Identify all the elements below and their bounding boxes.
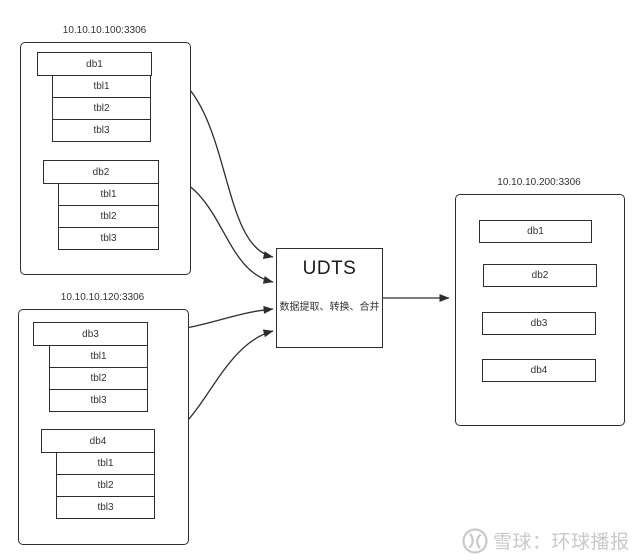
table-label: tbl3	[100, 233, 117, 244]
table-box-db2-tbl3: tbl3	[58, 227, 159, 250]
table-box-db2-tbl2: tbl2	[58, 205, 159, 228]
target-db-box-db3: db3	[482, 312, 596, 335]
db-label: db2	[92, 166, 110, 178]
table-label: tbl3	[93, 125, 110, 136]
db-label: db1	[86, 58, 103, 70]
db-box-db3: db3	[33, 322, 148, 346]
table-box-db1-tbl3: tbl3	[52, 119, 151, 142]
db-box-db1: db1	[37, 52, 152, 76]
table-box-db3-tbl1: tbl1	[49, 345, 148, 368]
target-db-box-db1: db1	[479, 220, 592, 243]
table-label: tbl1	[90, 351, 107, 362]
table-label: tbl1	[97, 458, 114, 469]
table-label: tbl2	[93, 103, 110, 114]
watermark-text: 雪球：环球播报	[493, 532, 630, 553]
server-label-target: 10.10.10.200:3306	[497, 177, 581, 188]
table-box-db4-tbl1: tbl1	[56, 452, 155, 475]
table-box-db4-tbl3: tbl3	[56, 496, 155, 519]
db-label: db3	[530, 318, 548, 329]
table-box-db1-tbl1: tbl1	[52, 75, 151, 98]
table-box-db3-tbl2: tbl2	[49, 367, 148, 390]
xueqiu-snowball-logo-icon	[462, 527, 488, 554]
db-label: db1	[527, 226, 544, 237]
table-label: tbl1	[93, 81, 110, 92]
udts-title: UDTS	[302, 258, 357, 279]
db-label: db3	[82, 328, 99, 340]
table-label: tbl1	[100, 189, 117, 200]
table-label: tbl3	[97, 502, 114, 513]
db-label: db4	[530, 365, 548, 376]
table-label: tbl3	[90, 395, 107, 406]
table-label: tbl2	[100, 211, 117, 222]
udts-subtitle: 数据提取、转换、合并	[279, 302, 380, 313]
udts-box: UDTS 数据提取、转换、合并	[276, 248, 383, 348]
db-box-db4: db4	[41, 429, 155, 453]
db-label: db4	[89, 435, 107, 447]
server-label-source-2: 10.10.10.120:3306	[60, 292, 145, 303]
table-box-db2-tbl1: tbl1	[58, 183, 159, 206]
db-label: db2	[531, 270, 549, 281]
table-box-db3-tbl3: tbl3	[49, 389, 148, 412]
table-box-db4-tbl2: tbl2	[56, 474, 155, 497]
server-label-source-1: 10.10.10.100:3306	[62, 25, 147, 36]
watermark: 雪球：环球播报	[462, 527, 630, 554]
target-db-box-db2: db2	[483, 264, 597, 287]
table-label: tbl2	[97, 480, 114, 491]
table-label: tbl2	[90, 373, 107, 384]
target-db-box-db4: db4	[482, 359, 596, 382]
db-box-db2: db2	[43, 160, 159, 184]
table-box-db1-tbl2: tbl2	[52, 97, 151, 120]
